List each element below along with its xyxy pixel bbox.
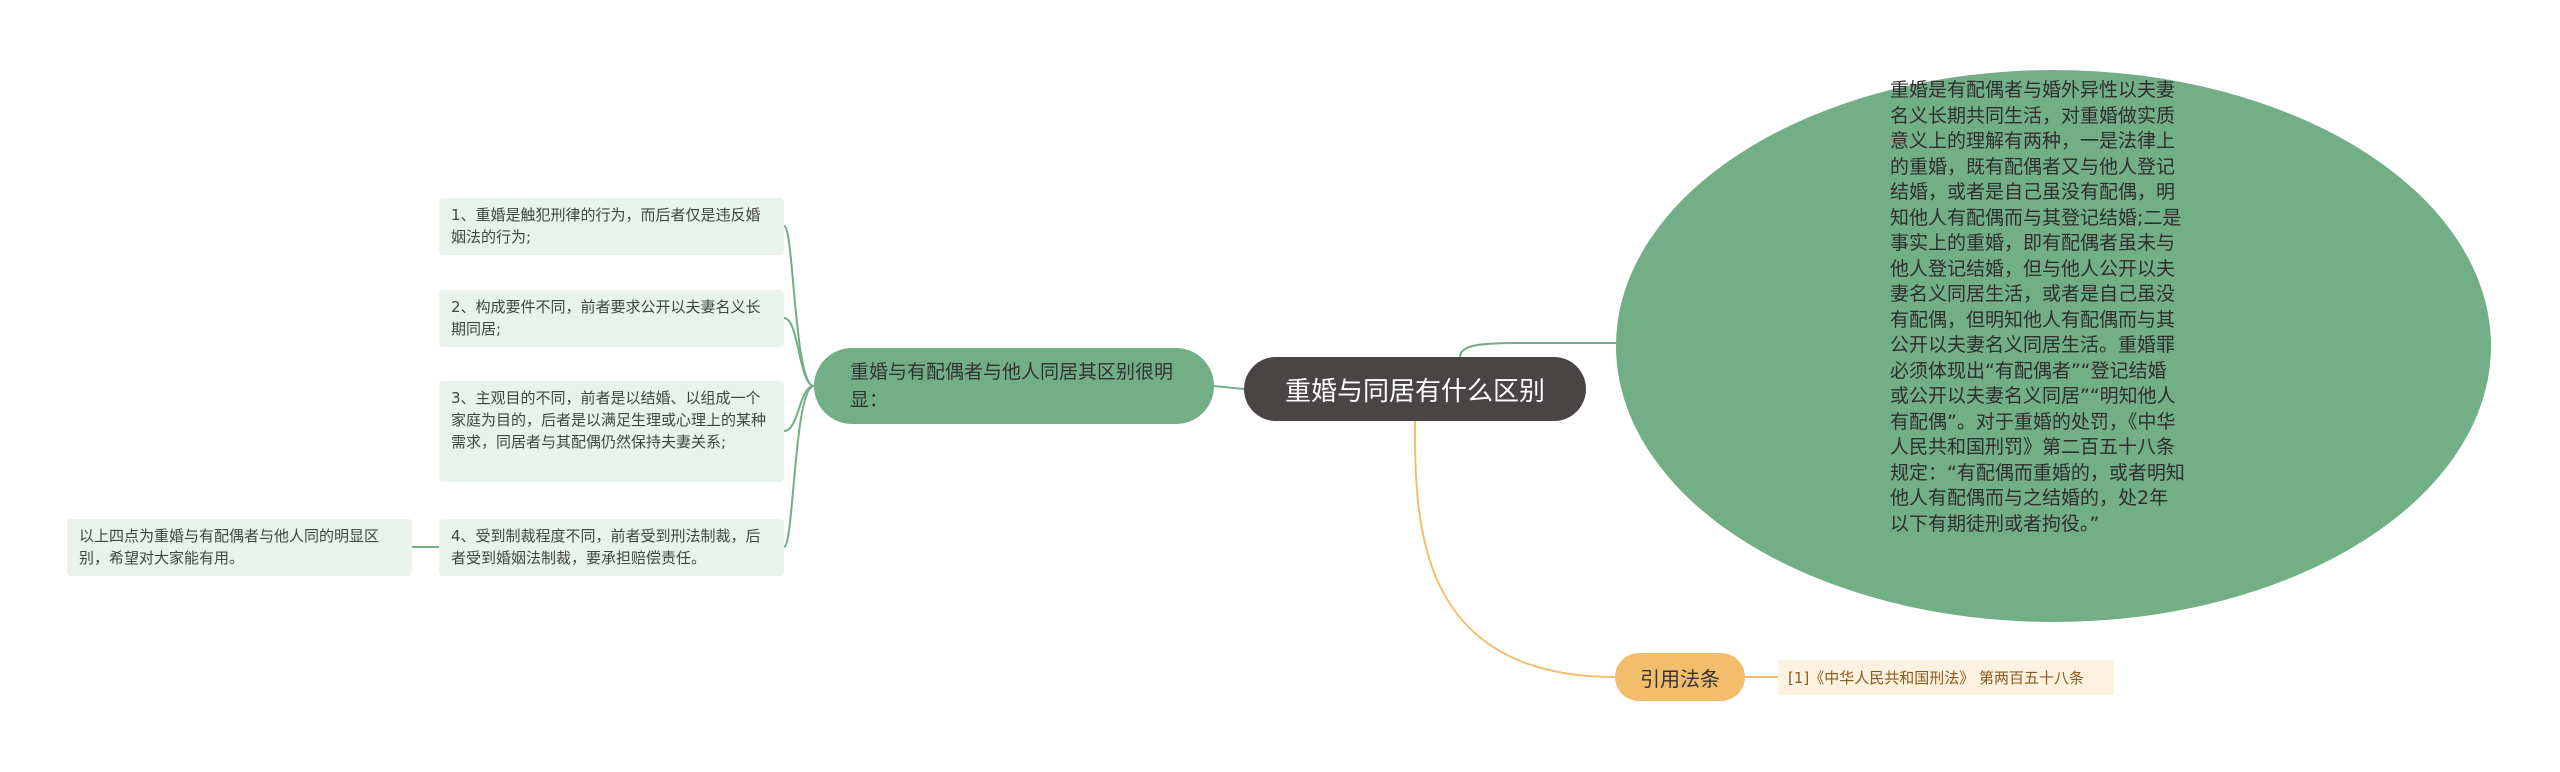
- root-topic-label: 重婚与同居有什么区别: [1284, 376, 1545, 407]
- summary-note[interactable]: 以上四点为重婚与有配偶者与他人同的明显区别，希望对大家能有用。: [67, 519, 412, 576]
- link-root-branch: [1213, 385, 1245, 390]
- link-branch-leaf3: [783, 385, 815, 432]
- leaf-point-3[interactable]: 3、主观目的不同，前者是以结婚、以组成一个家庭为目的，后者是以满足生理或心理上的…: [439, 381, 784, 482]
- definition-topic[interactable]: [1616, 70, 2491, 622]
- branch-topic-differences[interactable]: 重婚与有配偶者与他人同居其区别很明显：: [814, 348, 1214, 424]
- leaf-point-2-text: 2、构成要件不同，前者要求公开以夫妻名义长期同居;: [451, 298, 761, 338]
- leaf-point-3-text: 3、主观目的不同，前者是以结婚、以组成一个家庭为目的，后者是以满足生理或心理上的…: [451, 389, 767, 451]
- citation-detail-text: [1]《中华人民共和国刑法》 第两百五十八条: [1788, 669, 2085, 687]
- citation-detail[interactable]: [1]《中华人民共和国刑法》 第两百五十八条: [1778, 660, 2114, 695]
- leaf-point-4[interactable]: 4、受到制裁程度不同，前者受到刑法制裁，后者受到婚姻法制裁，要承担赔偿责任。: [439, 519, 784, 576]
- branch-topic-label: 重婚与有配偶者与他人同居其区别很明显：: [850, 361, 1174, 411]
- leaf-point-1[interactable]: 1、重婚是触犯刑律的行为，而后者仅是违反婚姻法的行为;: [439, 198, 784, 255]
- leaf-point-2[interactable]: 2、构成要件不同，前者要求公开以夫妻名义长期同居;: [439, 290, 784, 347]
- leaf-point-1-text: 1、重婚是触犯刑律的行为，而后者仅是违反婚姻法的行为;: [451, 206, 761, 246]
- summary-note-text: 以上四点为重婚与有配偶者与他人同的明显区别，希望对大家能有用。: [79, 527, 380, 567]
- citation-topic[interactable]: 引用法条: [1615, 653, 1745, 701]
- link-root-definition: [1459, 342, 1616, 358]
- citation-topic-label: 引用法条: [1640, 666, 1720, 691]
- root-topic[interactable]: 重婚与同居有什么区别: [1244, 357, 1586, 421]
- link-root-citation: [1414, 420, 1616, 678]
- link-branch-leaf1: [783, 225, 815, 387]
- leaf-point-4-text: 4、受到制裁程度不同，前者受到刑法制裁，后者受到婚姻法制裁，要承担赔偿责任。: [451, 527, 761, 567]
- link-branch-leaf4: [783, 385, 815, 548]
- definition-text: 重婚是有配偶者与婚外异性以夫妻名义长期共同生活，对重婚做实质意义上的理解有两种，…: [1890, 79, 2185, 535]
- link-branch-leaf2: [783, 317, 815, 387]
